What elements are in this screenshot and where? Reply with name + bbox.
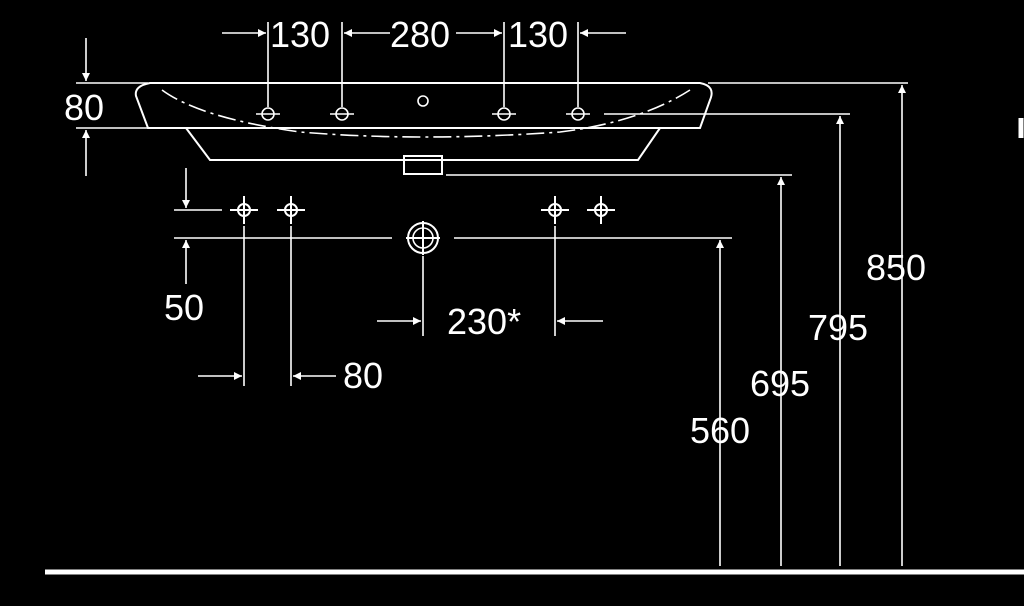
- drain-valve-dimension: [377, 226, 603, 336]
- overflow-box: [403, 155, 443, 175]
- dim-valve-spacing: 80: [343, 355, 383, 396]
- dim-rim-top-height: 850: [866, 247, 926, 288]
- dim-valve-height: 695: [750, 363, 810, 404]
- valves: [230, 196, 615, 224]
- tap-hole-icon: [256, 107, 280, 121]
- tap-hole-icon: [492, 107, 516, 121]
- valve-cross-icon: [230, 196, 258, 224]
- tap-hole-icon: [566, 107, 590, 121]
- tap-holes: [256, 95, 590, 121]
- dim-valve-offset: 50: [164, 287, 204, 328]
- dim-drain-height: 560: [690, 410, 750, 451]
- valve-cross-icon: [587, 196, 615, 224]
- drain-icon: [406, 221, 440, 255]
- dim-basin-bottom-height: 795: [808, 307, 868, 348]
- dim-top-left: 130: [270, 14, 330, 55]
- basin-outline: [134, 82, 713, 175]
- valve-cross-icon: [277, 196, 305, 224]
- top-dimension: [222, 22, 626, 107]
- rim-height-dimension: [76, 38, 186, 176]
- dim-drain-to-valve: 230*: [447, 301, 521, 342]
- dim-top-center: 280: [390, 14, 450, 55]
- valve-cross-icon: [541, 196, 569, 224]
- height-dimensions: [446, 82, 908, 566]
- dim-top-right: 130: [508, 14, 568, 55]
- valve-offset-dimension: [174, 168, 732, 284]
- centre-hole-icon: [417, 95, 429, 107]
- tap-hole-icon: [330, 107, 354, 121]
- dim-rim-height: 80: [64, 87, 104, 128]
- valve-spacing-dimension: [198, 226, 336, 386]
